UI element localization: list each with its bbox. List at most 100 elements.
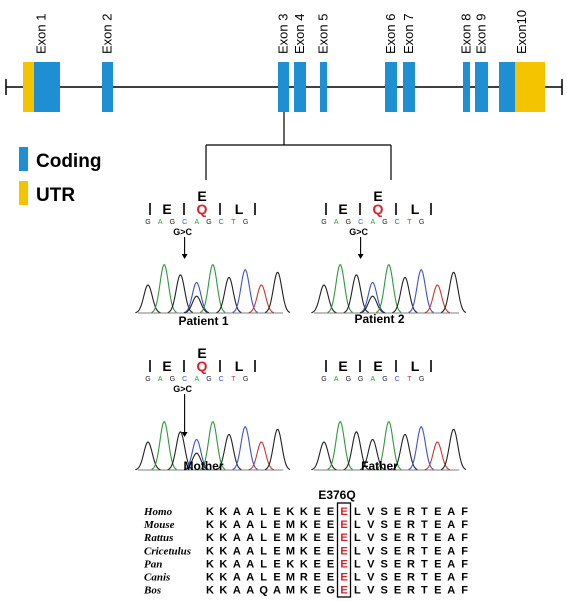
nucleotide-1: A [158, 376, 163, 383]
coding-segment [463, 62, 470, 112]
residue: E [327, 558, 334, 570]
residue: E [327, 506, 334, 518]
residue: K [206, 545, 214, 557]
residue: E [314, 585, 321, 597]
trace-peak [359, 281, 386, 314]
residue: E [394, 572, 401, 584]
residue: E [394, 585, 401, 597]
nucleotide-8: G [419, 219, 424, 226]
panel-title: Patient 1 [178, 314, 228, 328]
residue: T [421, 532, 428, 544]
trace-peak-secondary [359, 295, 386, 314]
species-name: Canis [144, 572, 170, 584]
trace-peak [392, 276, 418, 314]
residue: T [421, 545, 428, 557]
nucleotide-2: G [346, 219, 351, 226]
nucleotide-7: T [231, 219, 236, 226]
nucleotide-1: A [334, 219, 339, 226]
residue: K [300, 545, 308, 557]
residue: K [219, 545, 227, 557]
residue: E [314, 558, 321, 570]
trace-peak [440, 428, 467, 471]
residue: S [381, 519, 388, 531]
residue: E [340, 532, 347, 544]
residue: E [340, 545, 347, 557]
amino-acid-2: L [411, 201, 420, 217]
nucleotide-8: G [243, 376, 248, 383]
amino-acid-1: Q [197, 201, 208, 217]
residue: M [286, 532, 295, 544]
exon-block-exon-6 [385, 62, 397, 112]
residue: K [219, 519, 227, 531]
nucleotide-2: G [346, 376, 351, 383]
exon-block-exon-2 [102, 62, 113, 112]
residue: E [434, 585, 441, 597]
residue: E [434, 545, 441, 557]
residue: V [367, 545, 375, 557]
residue: E [394, 545, 401, 557]
residue: M [286, 519, 295, 531]
residue: E [394, 532, 401, 544]
trace-peak [183, 281, 210, 314]
trace-peak [440, 271, 467, 314]
residue: L [354, 558, 361, 570]
residue: F [461, 572, 468, 584]
residue: A [246, 506, 254, 518]
panel-title: Patient 2 [354, 312, 404, 326]
nucleotide-5: G [382, 219, 387, 226]
residue: A [246, 532, 254, 544]
residue: E [327, 532, 334, 544]
mutation-arrowhead [181, 432, 188, 437]
amino-acid-2: L [235, 358, 244, 374]
legend: Coding UTR [19, 147, 101, 206]
residue: E [273, 572, 280, 584]
nucleotide-3: C [358, 219, 363, 226]
nucleotide-2: G [170, 219, 175, 226]
nucleotide-4: A [370, 376, 375, 383]
residue: L [260, 572, 267, 584]
residue: K [206, 506, 214, 518]
nucleotide-0: G [145, 219, 150, 226]
residue: E [273, 558, 280, 570]
residue: E [340, 519, 347, 531]
amino-acid-1: Q [373, 201, 384, 217]
exon-block-exon-1 [23, 62, 60, 112]
residue: A [447, 519, 455, 531]
nucleotide-5: G [206, 376, 211, 383]
residue: L [260, 519, 267, 531]
species-name: Rattus [143, 532, 173, 544]
trace-peak [311, 284, 337, 314]
trace-peak [408, 426, 434, 470]
nucleotide-7: T [407, 376, 412, 383]
coding-segment [475, 62, 488, 112]
utr-segment [23, 62, 34, 112]
utr-segment [515, 62, 545, 112]
exon-label-exon-4: Exon 4 [292, 14, 307, 54]
exon-label-exon-1: Exon 1 [34, 14, 49, 54]
coding-segment [278, 62, 289, 112]
residue: F [461, 545, 468, 557]
residue: K [206, 519, 214, 531]
residue: A [246, 519, 254, 531]
residue: A [246, 572, 254, 584]
residue: T [421, 558, 428, 570]
residue: K [206, 585, 214, 597]
residue: E [273, 506, 280, 518]
coding-segment [294, 62, 306, 112]
species-name: Mouse [143, 519, 175, 531]
residue: E [314, 506, 321, 518]
residue: E [434, 506, 441, 518]
nucleotide-7: T [231, 376, 236, 383]
residue: A [273, 585, 281, 597]
residue: E [327, 572, 334, 584]
trace-peak [359, 438, 386, 471]
residue: E [314, 572, 321, 584]
residue: R [407, 506, 415, 518]
